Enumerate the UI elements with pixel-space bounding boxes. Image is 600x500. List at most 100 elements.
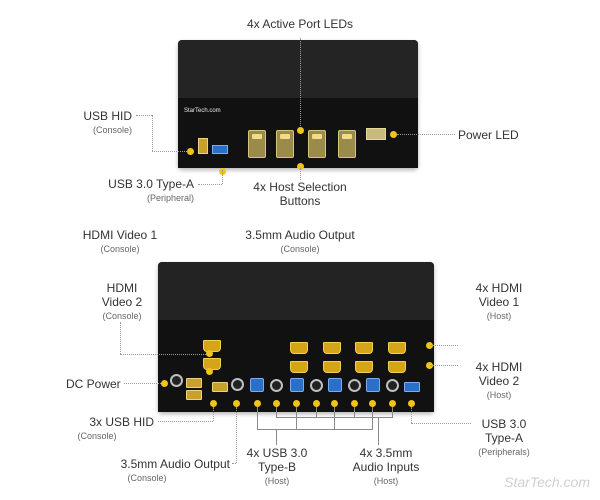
audio-input-jack: [270, 379, 283, 392]
leader-line: [411, 407, 412, 423]
bracket-line: [372, 407, 373, 429]
callout-dot: [426, 362, 433, 369]
hdmi-host-2-port: [323, 361, 341, 373]
callout-dot: [389, 400, 396, 407]
callout-dot: [161, 380, 168, 387]
callout-dot: [254, 400, 261, 407]
hdmi-host-2-port: [290, 361, 308, 373]
audio-input-jack: [310, 379, 323, 392]
leader-line: [120, 354, 206, 355]
hdmi-host-video-1-label: 4x HDMI Video 1 (Host): [475, 281, 523, 321]
bracket-line: [378, 417, 379, 445]
leader-line: [120, 322, 121, 354]
callout-dot: [331, 400, 338, 407]
usb-hid-3x-label: 3x USB HID (Console): [77, 415, 154, 441]
front-brand: StarTech.com: [184, 108, 221, 114]
host-button-2: [276, 130, 294, 158]
usb-hid-console-port: [186, 378, 202, 388]
audio-input-jack: [348, 379, 361, 392]
usb3-front-port: [212, 145, 228, 154]
leader-line: [222, 170, 223, 184]
device-top-panel: [178, 40, 418, 98]
usb3-type-b-port: [250, 378, 264, 392]
usb3-peripheral-port: [404, 382, 420, 392]
leader-line: [300, 38, 301, 126]
usb-hid-console-port: [212, 382, 228, 392]
hdmi-host-1-port: [323, 342, 341, 354]
usb3-type-a-label: USB 3.0 Type-A (Peripheral): [108, 177, 194, 203]
leader-line: [152, 151, 187, 152]
audio-output-top-label: 3.5mm Audio Output (Console): [245, 228, 355, 254]
leader-line: [136, 115, 152, 116]
bracket-line: [257, 407, 258, 429]
leader-line: [152, 115, 153, 151]
callout-dot: [206, 350, 213, 357]
dc-power-label: DC Power: [66, 377, 121, 391]
leader-line: [198, 184, 222, 185]
audio-inputs-label: 4x 3.5mm Audio Inputs (Host): [352, 446, 420, 486]
leader-line: [158, 421, 213, 422]
bracket-line: [354, 407, 355, 417]
bracket-line: [276, 429, 277, 445]
device-top-panel: [158, 262, 434, 320]
hdmi-host-1-port: [355, 342, 373, 354]
power-led-button: [366, 128, 386, 140]
host-button-4: [338, 130, 356, 158]
audio-console-jack: [231, 378, 244, 391]
callout-dot: [297, 163, 304, 170]
hdmi-host-2-port: [388, 361, 406, 373]
callout-dot: [426, 342, 433, 349]
bracket-line: [276, 417, 393, 418]
callout-dot: [369, 400, 376, 407]
hdmi-video-1-console-label: HDMI Video 1 (Console): [82, 228, 158, 254]
bracket-line: [334, 407, 335, 429]
callout-dot: [206, 368, 213, 375]
callout-dot: [297, 127, 304, 134]
leader-line: [124, 383, 161, 384]
dc-power-jack: [170, 374, 183, 387]
usb3-type-b-port: [290, 378, 304, 392]
leader-line: [232, 463, 236, 464]
hdmi-video-2-console-label: HDMI Video 2 (Console): [101, 281, 143, 321]
usb3-peripheral-label: USB 3.0 Type-A (Peripherals): [478, 417, 530, 457]
host-button-3: [308, 130, 326, 158]
brand-watermark: StarTech.com: [504, 474, 590, 490]
usb3-type-b-port: [328, 378, 342, 392]
callout-dot: [313, 400, 320, 407]
leader-line: [397, 134, 455, 135]
leader-line: [430, 365, 458, 366]
bracket-line: [257, 429, 373, 430]
usb-hid-console-port: [186, 390, 202, 400]
leader-line: [236, 407, 237, 463]
callout-dot: [351, 400, 358, 407]
usb3-type-b-label: 4x USB 3.0 Type-B (Host): [246, 446, 308, 486]
host-selection-label: 4x Host Selection Buttons: [253, 180, 347, 208]
leader-line: [213, 407, 214, 421]
leader-line: [430, 345, 458, 346]
audio-input-jack: [386, 379, 399, 392]
bracket-line: [276, 407, 277, 417]
callout-dot: [210, 400, 217, 407]
bracket-line: [392, 407, 393, 417]
usb3-type-b-port: [366, 378, 380, 392]
hdmi-host-2-port: [355, 361, 373, 373]
callout-dot: [390, 131, 397, 138]
usb-hid-port: [198, 138, 208, 154]
bracket-line: [296, 407, 297, 429]
leader-line: [411, 423, 471, 424]
hdmi-host-video-2-label: 4x HDMI Video 2 (Host): [475, 360, 523, 400]
callout-dot: [408, 400, 415, 407]
leader-line: [300, 168, 301, 180]
bracket-line: [316, 407, 317, 417]
host-button-1: [248, 130, 266, 158]
hdmi-host-1-port: [290, 342, 308, 354]
callout-dot: [187, 148, 194, 155]
callout-dot: [293, 400, 300, 407]
power-led-label: Power LED: [458, 128, 519, 142]
hdmi-host-1-port: [388, 342, 406, 354]
active-port-leds-label: 4x Active Port LEDs: [246, 17, 354, 31]
callout-dot: [233, 400, 240, 407]
usb-hid-label: USB HID (Console): [83, 109, 132, 135]
audio-output-bottom-label: 3.5mm Audio Output (Console): [120, 457, 230, 483]
callout-dot: [273, 400, 280, 407]
